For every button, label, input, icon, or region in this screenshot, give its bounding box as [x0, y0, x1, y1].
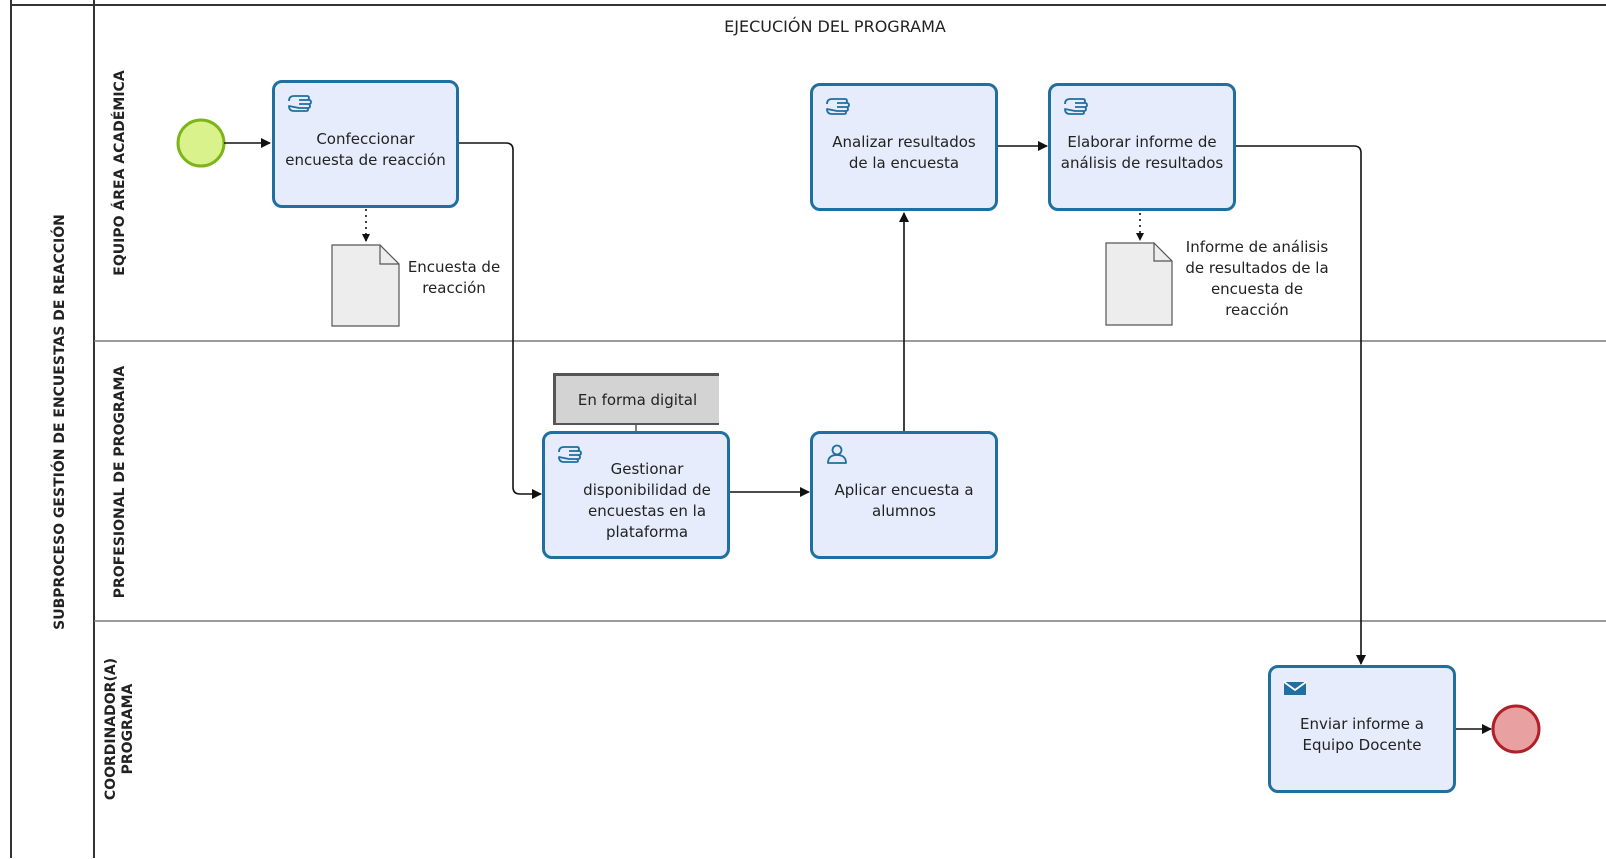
manual-task-icon [1064, 98, 1088, 115]
task-enviar-informe[interactable]: Enviar informe a Equipo Docente [1268, 665, 1456, 793]
task-label: Analizar resultados de la encuesta [832, 133, 976, 172]
lane-label-equipo: EQUIPO ÁREA ACADÉMICA [111, 70, 128, 276]
user-task-icon [827, 444, 847, 464]
send-task-icon [1283, 681, 1307, 695]
task-elaborar-informe[interactable]: Elaborar informe de análisis de resultad… [1048, 83, 1236, 211]
task-label: Gestionar disponibilidad de encuestas en… [583, 460, 711, 541]
manual-task-icon [826, 98, 850, 115]
flow-elaborar-to-enviar [1236, 145, 1366, 665]
end-event[interactable] [1491, 704, 1541, 754]
data-object-encuesta[interactable] [331, 244, 400, 327]
task-label: Elaborar informe de análisis de resultad… [1060, 133, 1224, 172]
pool-label: SUBPROCESO GESTIÓN DE ENCUESTAS DE REACC… [51, 214, 68, 630]
start-event[interactable] [176, 118, 226, 168]
flow-confeccionar-to-gestionar [459, 142, 542, 499]
task-gestionar-disponibilidad[interactable]: Gestionar disponibilidad de encuestas en… [542, 431, 730, 559]
data-object-label-encuesta: Encuesta de reacción [407, 258, 501, 297]
task-label: Enviar informe a Equipo Docente [1300, 715, 1424, 754]
data-object-label-informe: Informe de análisis de resultados de la … [1185, 238, 1329, 319]
lane-label-profesional: PROFESIONAL DE PROGRAMA [111, 365, 128, 599]
text-annotation: En forma digital [553, 373, 719, 425]
task-aplicar-encuesta[interactable]: Aplicar encuesta a alumnos [810, 431, 998, 559]
task-label: Confeccionar encuesta de reacción [285, 130, 446, 169]
manual-task-icon [288, 95, 312, 112]
manual-task-icon [558, 446, 582, 463]
task-label: Aplicar encuesta a alumnos [834, 481, 974, 520]
data-object-informe[interactable] [1105, 242, 1173, 326]
phase-title: EJECUCIÓN DEL PROGRAMA [724, 17, 946, 36]
lane-label-coordinador: COORDINADOR(A) PROGRAMA [103, 657, 136, 801]
task-confeccionar-encuesta[interactable]: Confeccionar encuesta de reacción [272, 80, 459, 208]
task-analizar-resultados[interactable]: Analizar resultados de la encuesta [810, 83, 998, 211]
